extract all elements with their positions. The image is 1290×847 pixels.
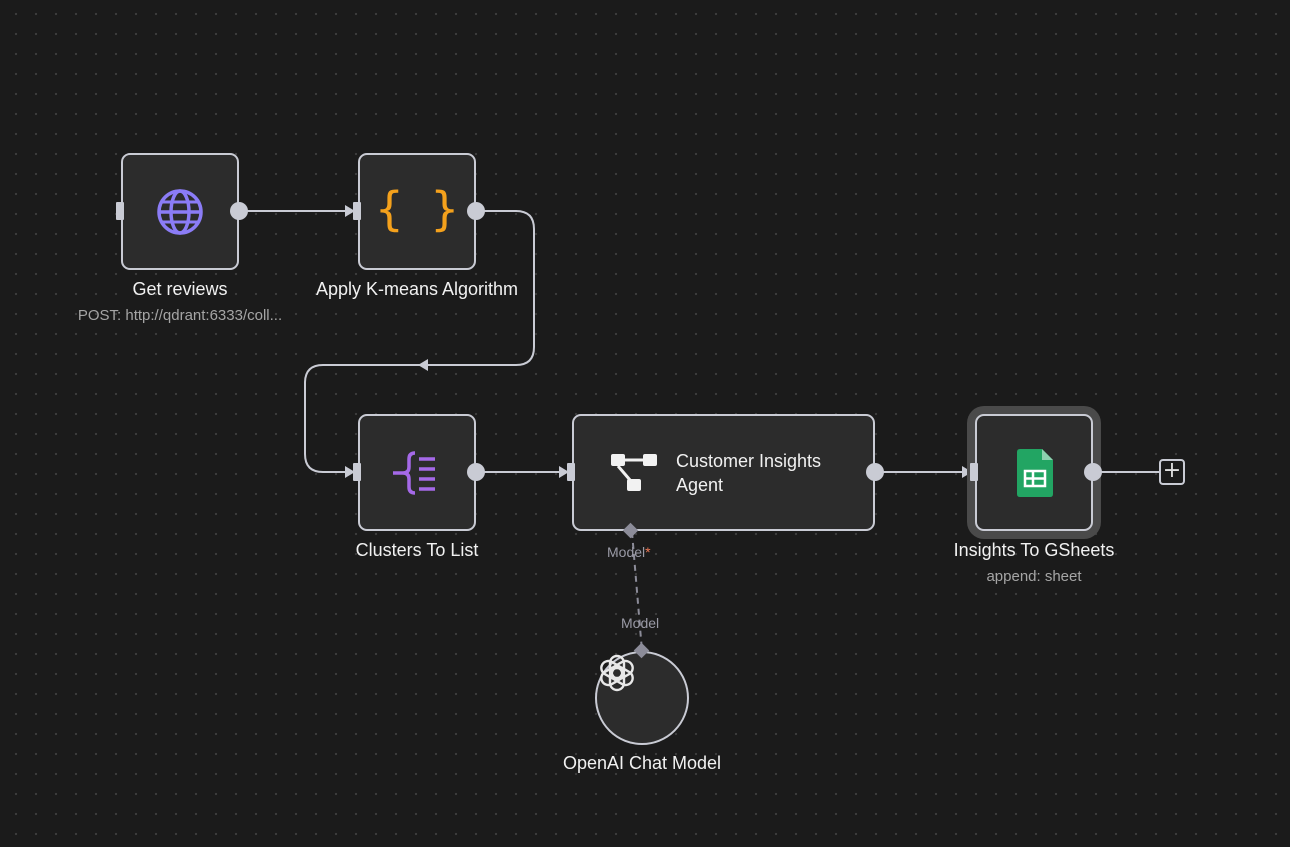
node-subtitle-get-reviews: POST: http://qdrant:6333/coll... <box>77 307 283 324</box>
node-title-kmeans: Apply K-means Algorithm <box>315 279 519 299</box>
node-title-clusters: Clusters To List <box>355 540 479 560</box>
input-handle-gsheets[interactable] <box>970 463 978 481</box>
node-title-openai: OpenAI Chat Model <box>562 753 722 773</box>
arrow-head <box>418 359 428 371</box>
output-handle-agent[interactable] <box>866 463 884 481</box>
node-insights-to-gsheets[interactable] <box>975 414 1093 531</box>
code-braces-icon: { } <box>375 182 459 236</box>
output-handle-get-reviews[interactable] <box>230 202 248 220</box>
connection-model-dashed[interactable] <box>631 531 643 652</box>
input-handle-clusters[interactable] <box>353 463 361 481</box>
output-handle-gsheets[interactable] <box>1084 463 1102 481</box>
google-sheets-icon <box>1017 449 1053 497</box>
node-title-agent: Customer Insights Agent <box>676 451 822 495</box>
openai-icon <box>600 654 634 692</box>
required-marker: * <box>645 544 651 560</box>
node-kmeans[interactable]: { } <box>358 153 476 270</box>
node-get-reviews[interactable] <box>121 153 239 270</box>
arrow-head <box>962 466 972 478</box>
input-handle-get-reviews[interactable] <box>116 202 124 220</box>
input-handle-kmeans[interactable] <box>353 202 361 220</box>
add-node-button[interactable]: + <box>1159 459 1185 485</box>
arrow-head <box>345 205 355 217</box>
node-clusters-to-list[interactable] <box>358 414 476 531</box>
arrow-head <box>345 466 355 478</box>
model-port-text: Model <box>607 544 646 560</box>
output-handle-clusters[interactable] <box>467 463 485 481</box>
openai-port-label: Model <box>621 615 660 631</box>
node-customer-insights-agent[interactable]: Customer Insights Agent <box>572 414 875 531</box>
node-title-get-reviews: Get reviews <box>132 279 228 299</box>
node-title-gsheets: Insights To GSheets <box>953 540 1115 560</box>
node-openai-chat-model[interactable] <box>595 651 689 745</box>
arrow-head <box>559 466 569 478</box>
output-handle-kmeans[interactable] <box>467 202 485 220</box>
input-handle-agent[interactable] <box>567 463 575 481</box>
agent-icon <box>611 454 657 491</box>
node-subtitle-gsheets: append: sheet <box>986 568 1082 585</box>
model-port-label: Model* <box>607 544 651 560</box>
globe-icon <box>157 189 203 235</box>
split-out-icon <box>393 451 435 495</box>
